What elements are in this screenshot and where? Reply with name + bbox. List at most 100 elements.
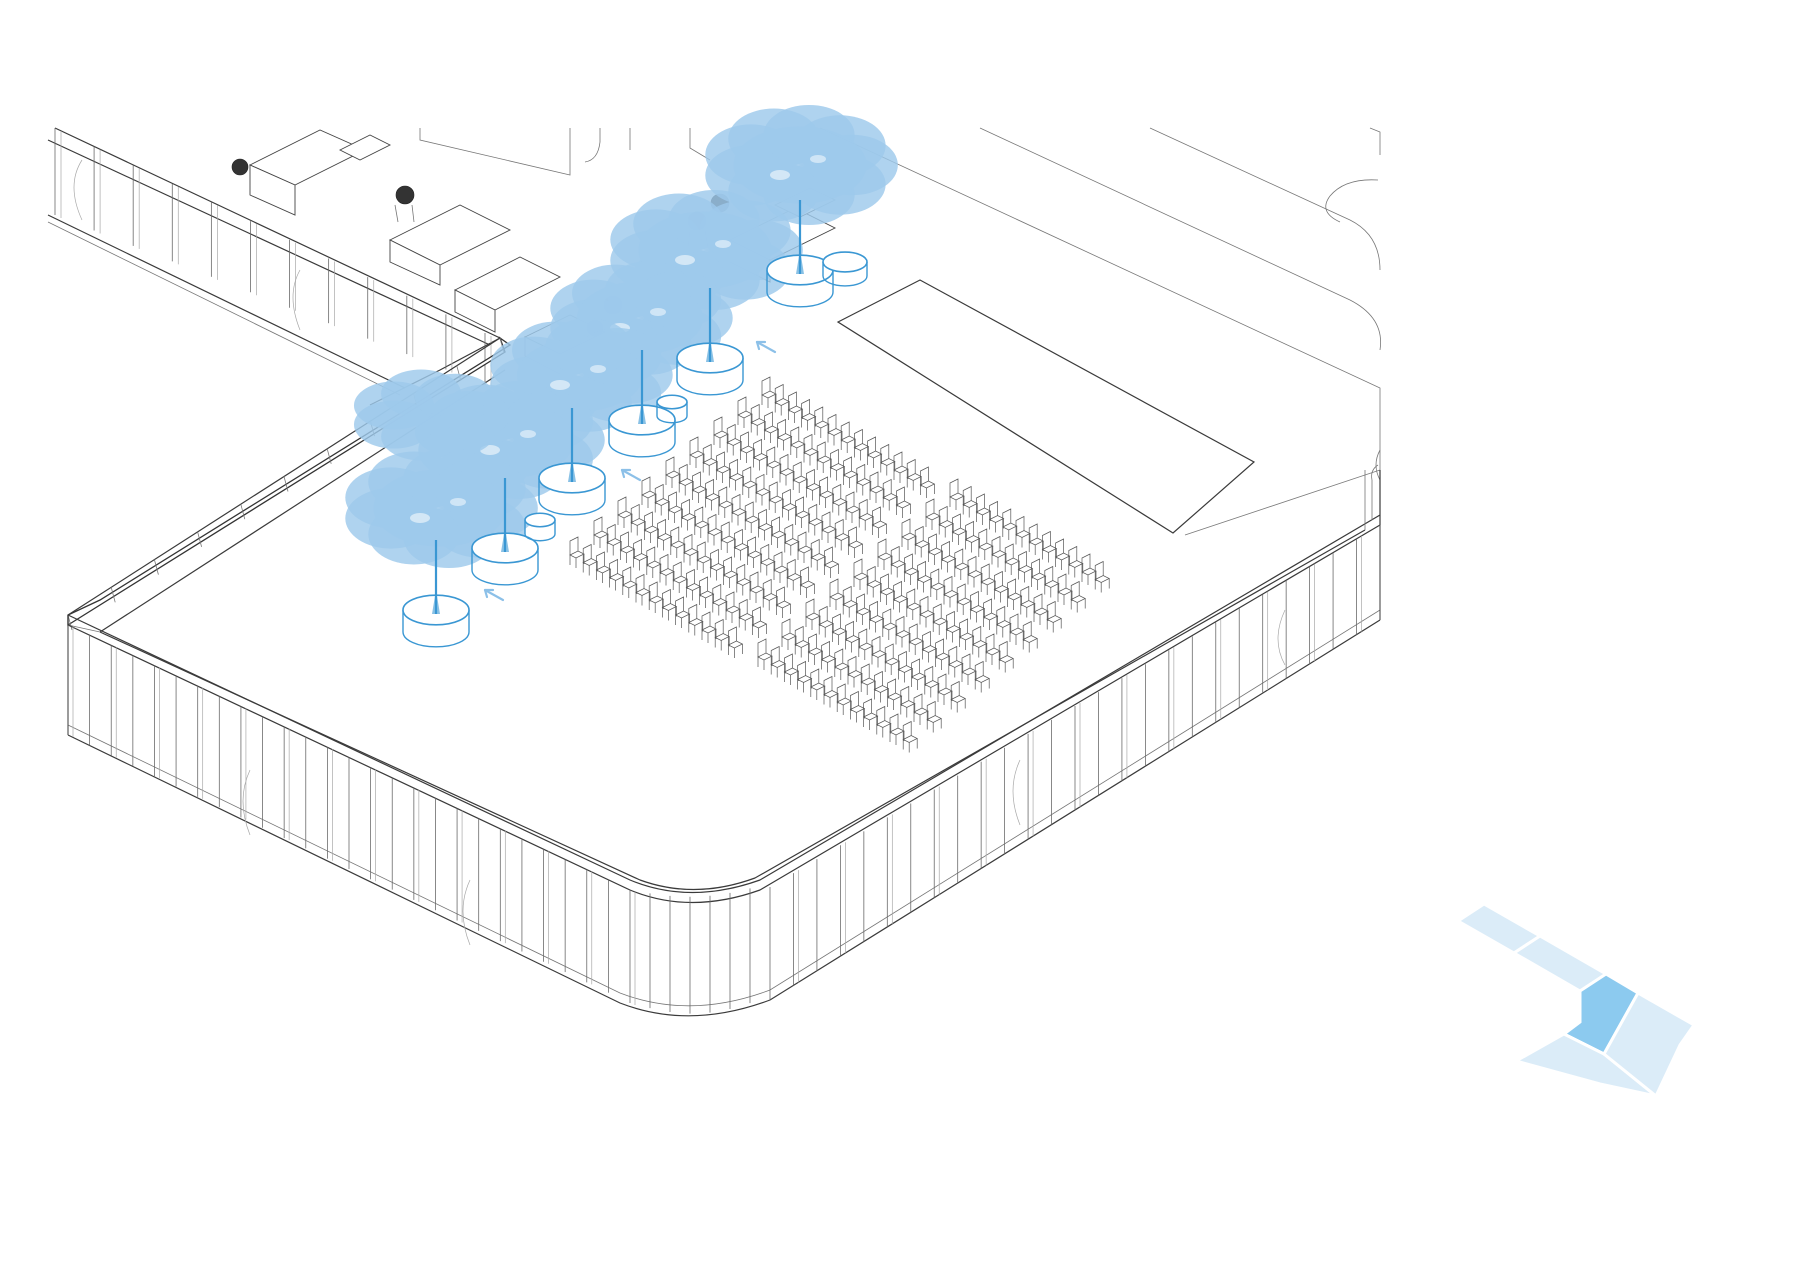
planter-icon bbox=[656, 394, 688, 424]
chair-icon bbox=[842, 585, 858, 618]
chair-icon bbox=[886, 678, 903, 710]
arrow-icon bbox=[755, 340, 777, 354]
seating-block-right bbox=[757, 478, 1110, 753]
chair-icon bbox=[932, 603, 948, 635]
chair-icon bbox=[622, 566, 638, 598]
chair-icon bbox=[834, 648, 850, 680]
chair-icon bbox=[750, 403, 766, 436]
chair-icon bbox=[691, 471, 708, 503]
chair-icon bbox=[746, 536, 763, 568]
chair-icon bbox=[840, 421, 856, 453]
chair-icon bbox=[884, 643, 900, 675]
chair-icon bbox=[951, 513, 968, 545]
arrow-icon bbox=[483, 588, 505, 602]
chair-icon bbox=[954, 548, 970, 580]
chair-icon bbox=[906, 458, 922, 491]
front-facade bbox=[67, 470, 1381, 1017]
chair-icon bbox=[593, 516, 609, 548]
chair-icon bbox=[1094, 560, 1110, 593]
chair-icon bbox=[757, 638, 773, 670]
chair-icon bbox=[807, 633, 824, 665]
chair-icon bbox=[823, 546, 840, 578]
chair-icon bbox=[1002, 508, 1018, 540]
chair-icon bbox=[950, 680, 966, 713]
chair-icon bbox=[661, 588, 678, 621]
chair-icon bbox=[895, 615, 911, 648]
chair-icon bbox=[858, 628, 874, 660]
chair-icon bbox=[755, 473, 771, 506]
planter-icon bbox=[822, 251, 868, 287]
flow-arrows bbox=[483, 340, 777, 602]
chair-icon bbox=[792, 461, 808, 493]
chair-icon bbox=[873, 670, 890, 703]
chair-icon bbox=[1070, 580, 1086, 613]
chair-icon bbox=[1022, 620, 1038, 653]
tree-icon bbox=[353, 369, 510, 461]
parapet-post bbox=[283, 476, 289, 492]
chair-icon bbox=[902, 720, 918, 753]
chair-icon bbox=[775, 586, 792, 618]
parapet-post bbox=[110, 587, 116, 603]
chair-icon bbox=[786, 558, 802, 591]
chair-icon bbox=[853, 558, 869, 590]
chair-icon bbox=[903, 553, 920, 585]
chair-icon bbox=[694, 506, 710, 538]
chair-icon bbox=[688, 603, 704, 636]
chair-icon bbox=[1046, 600, 1062, 633]
chair-icon bbox=[712, 583, 728, 616]
chair-icon bbox=[897, 650, 914, 683]
chair-icon bbox=[1068, 545, 1084, 578]
chair-icon bbox=[797, 531, 813, 563]
chair-icon bbox=[1015, 515, 1031, 548]
chair-icon bbox=[672, 561, 688, 593]
planter-icon bbox=[538, 408, 606, 516]
chair-icon bbox=[974, 660, 990, 693]
chair-icon bbox=[715, 451, 732, 483]
chair-icon bbox=[641, 476, 657, 508]
chair-icon bbox=[993, 570, 1010, 603]
chair-icon bbox=[895, 486, 912, 518]
chair-icon bbox=[926, 700, 942, 733]
chair-icon bbox=[823, 675, 839, 708]
chair-icon bbox=[1057, 573, 1073, 605]
chair-icon bbox=[727, 626, 744, 658]
chair-icon bbox=[768, 481, 784, 513]
chair-icon bbox=[988, 500, 1005, 533]
chair-icon bbox=[787, 391, 804, 423]
chair-icon bbox=[913, 693, 929, 725]
chair-icon bbox=[751, 606, 768, 638]
chair-icon bbox=[1044, 565, 1060, 598]
chair-icon bbox=[654, 483, 670, 516]
chair-icon bbox=[659, 553, 675, 586]
chair-icon bbox=[701, 611, 717, 643]
chair-icon bbox=[949, 478, 965, 510]
chair-icon bbox=[821, 511, 837, 543]
chair-icon bbox=[849, 690, 866, 723]
chair-icon bbox=[632, 538, 649, 571]
chair-icon bbox=[1030, 558, 1047, 590]
parapet-post bbox=[326, 448, 332, 464]
parapet-post bbox=[197, 531, 202, 548]
chair-icon bbox=[784, 523, 800, 556]
chair-icon bbox=[845, 491, 861, 523]
chair-icon bbox=[738, 598, 754, 631]
chair-icon bbox=[1004, 543, 1020, 575]
chair-icon bbox=[619, 531, 636, 563]
chair-icon bbox=[900, 685, 916, 718]
chair-icon bbox=[709, 548, 726, 581]
key-plan-zone-5 bbox=[1602, 990, 1697, 1099]
tree-icon bbox=[490, 318, 673, 432]
chair-icon bbox=[868, 600, 885, 633]
chair-icon bbox=[794, 625, 810, 658]
parapet-post bbox=[154, 559, 159, 575]
planter-icon bbox=[524, 512, 556, 542]
chair-icon bbox=[962, 485, 978, 518]
chair-icon bbox=[985, 633, 1001, 665]
chair-icon bbox=[940, 540, 957, 573]
chair-icon bbox=[744, 501, 760, 533]
chair-icon bbox=[869, 471, 885, 503]
chair-icon bbox=[714, 618, 730, 651]
arrow-icon bbox=[620, 468, 642, 482]
planter-icon bbox=[676, 288, 744, 396]
